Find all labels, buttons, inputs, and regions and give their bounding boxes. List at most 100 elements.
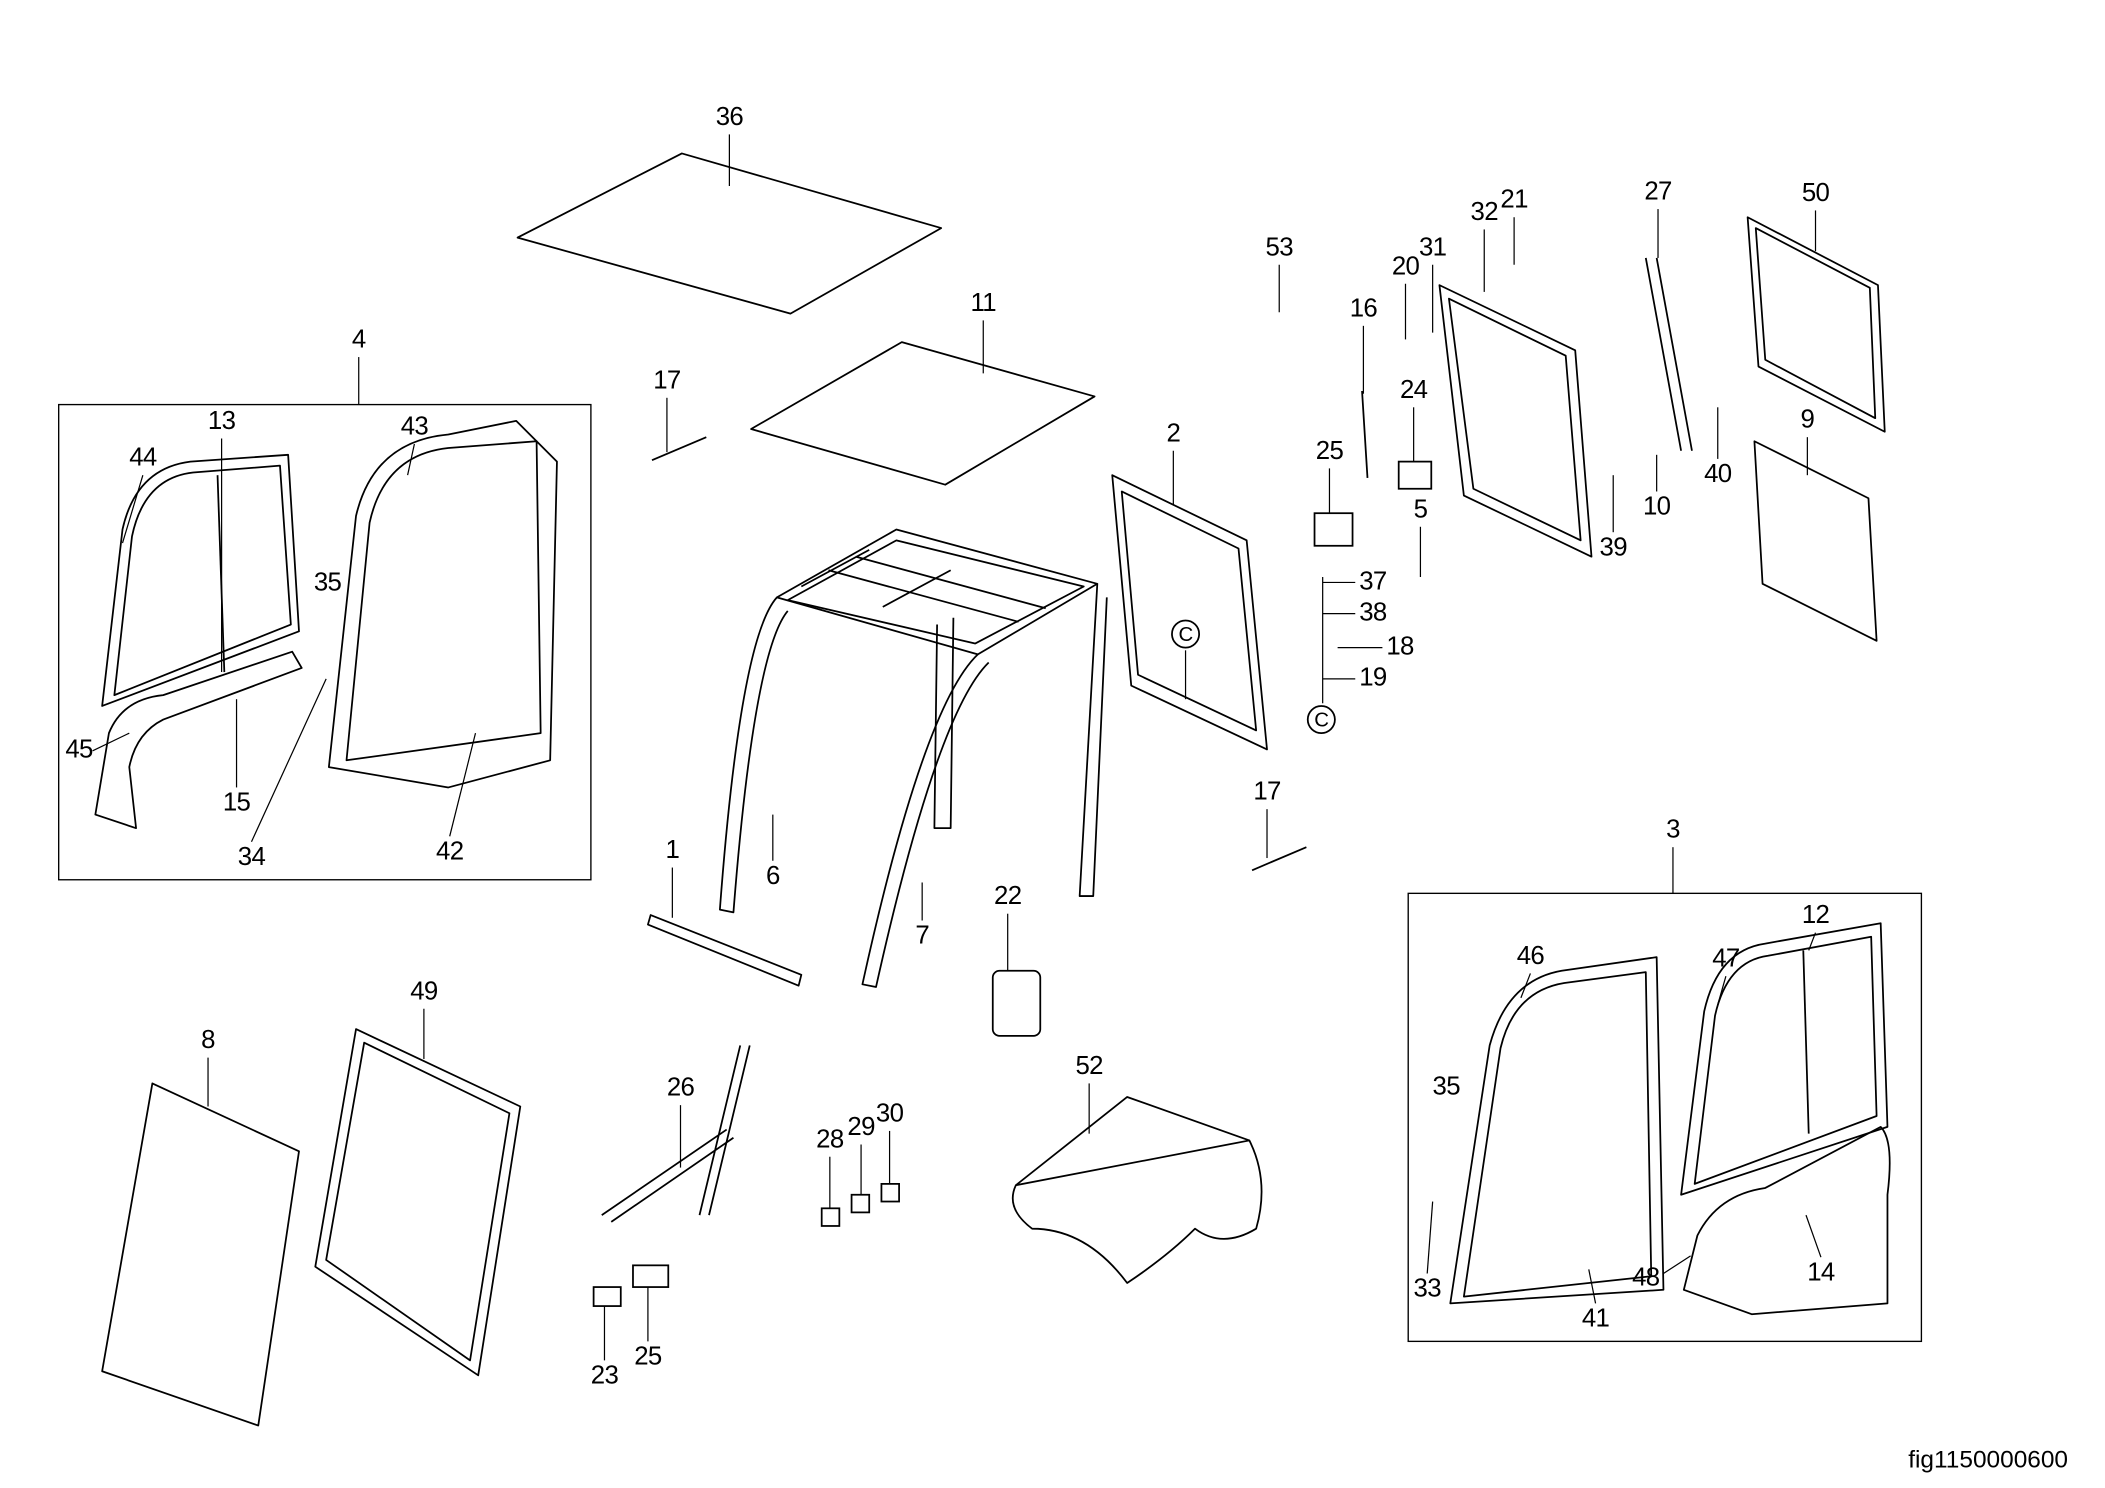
leader-line bbox=[92, 732, 130, 752]
leader-line bbox=[1663, 1255, 1691, 1275]
leader-line bbox=[407, 443, 415, 476]
callout: 30 bbox=[876, 1099, 904, 1127]
leader-line bbox=[1520, 973, 1531, 999]
callout: 34 bbox=[238, 843, 266, 871]
part-11-roof-glass bbox=[750, 341, 1096, 486]
callout: 36 bbox=[716, 103, 744, 131]
callout: 46 bbox=[1517, 942, 1545, 970]
callout: 7 bbox=[915, 922, 929, 950]
leader-line bbox=[449, 732, 477, 837]
callout: 14 bbox=[1807, 1258, 1835, 1286]
part-25-bracket-top bbox=[1313, 512, 1354, 547]
part-49-inner bbox=[325, 1041, 511, 1362]
leader-line bbox=[121, 475, 144, 544]
reference-marker-c-1: C bbox=[1171, 619, 1201, 649]
callout: 19 bbox=[1359, 664, 1387, 692]
callout: 4 bbox=[352, 326, 366, 354]
part-50-seal bbox=[1746, 216, 1886, 433]
callout: 32 bbox=[1471, 198, 1499, 226]
callout: 12 bbox=[1802, 901, 1830, 929]
callout: 33 bbox=[1414, 1275, 1442, 1303]
part-17-pin bbox=[651, 436, 707, 462]
callout: 27 bbox=[1644, 178, 1672, 206]
leader-line bbox=[1717, 975, 1727, 1005]
callout: 25 bbox=[634, 1342, 662, 1370]
leader-line bbox=[1588, 1269, 1597, 1304]
callout: 44 bbox=[129, 444, 157, 472]
group-box-3 bbox=[1407, 892, 1923, 1343]
part-30-switch bbox=[880, 1183, 900, 1203]
callout: 2 bbox=[1166, 419, 1180, 447]
reference-marker-label: C bbox=[1179, 624, 1193, 646]
part-28-switch bbox=[820, 1207, 841, 1227]
callout: 22 bbox=[994, 882, 1022, 910]
callout: 11 bbox=[971, 289, 997, 317]
leader-lines bbox=[92, 134, 1822, 1361]
part-36-roof-panel bbox=[516, 152, 943, 315]
callout: 6 bbox=[766, 862, 780, 890]
callout: 40 bbox=[1704, 460, 1732, 488]
callout: 10 bbox=[1643, 493, 1671, 521]
callout: 23 bbox=[591, 1361, 619, 1389]
part-25-bracket bbox=[632, 1264, 670, 1288]
part-9-glass bbox=[1753, 440, 1878, 642]
part-group-3-door bbox=[1449, 922, 1891, 1316]
callout: 42 bbox=[436, 837, 464, 865]
leader-line bbox=[1426, 1201, 1434, 1274]
callout: 50 bbox=[1802, 179, 1830, 207]
callout: 18 bbox=[1386, 632, 1414, 660]
callout: 17 bbox=[653, 366, 681, 394]
part-8-panel bbox=[101, 1082, 300, 1427]
part-rear-door-inner bbox=[1448, 297, 1582, 542]
part-29-switch bbox=[850, 1193, 871, 1214]
part-1-rail bbox=[647, 914, 803, 987]
callout: 29 bbox=[847, 1113, 875, 1141]
part-49-seal bbox=[314, 1028, 522, 1377]
leader-line bbox=[250, 678, 327, 843]
callout: 1 bbox=[666, 836, 680, 864]
callout: 16 bbox=[1350, 294, 1378, 322]
callout: 26 bbox=[667, 1074, 695, 1102]
part-2-inner bbox=[1120, 490, 1258, 732]
callout: 35 bbox=[1433, 1072, 1461, 1100]
part-52-cushion bbox=[1011, 1096, 1263, 1284]
callout: 5 bbox=[1414, 495, 1428, 523]
callout: 24 bbox=[1400, 376, 1428, 404]
callout: 47 bbox=[1712, 945, 1740, 973]
callout: 31 bbox=[1419, 233, 1447, 261]
callout: 35 bbox=[314, 569, 342, 597]
part-27-wiper bbox=[1644, 257, 1693, 451]
callout: 28 bbox=[816, 1125, 844, 1153]
callout: 39 bbox=[1600, 533, 1628, 561]
part-2-rear-frame bbox=[1111, 474, 1268, 751]
callout: 25 bbox=[1316, 437, 1344, 465]
part-group-4-door bbox=[94, 419, 558, 830]
leader-line bbox=[1808, 932, 1817, 951]
callout: 8 bbox=[201, 1026, 215, 1054]
callout: 17 bbox=[1253, 778, 1281, 806]
callout: 48 bbox=[1632, 1264, 1660, 1292]
callout: 52 bbox=[1075, 1052, 1103, 1080]
group-box-4 bbox=[58, 403, 592, 881]
callout: 9 bbox=[1801, 406, 1815, 434]
callout: 21 bbox=[1500, 186, 1528, 214]
callout: 45 bbox=[65, 736, 93, 764]
callout: 13 bbox=[208, 407, 236, 435]
callout: 15 bbox=[223, 789, 251, 817]
part-23-motor bbox=[592, 1286, 622, 1307]
part-rear-door-frame bbox=[1438, 284, 1593, 558]
part-24-motor bbox=[1397, 460, 1433, 490]
callout: 3 bbox=[1666, 816, 1680, 844]
callout: 53 bbox=[1266, 233, 1294, 261]
callout: 37 bbox=[1359, 567, 1387, 595]
callout: 49 bbox=[410, 977, 438, 1005]
part-26-wiper bbox=[601, 1045, 751, 1223]
cab-frame bbox=[718, 528, 1108, 988]
part-17-pin-2 bbox=[1251, 846, 1307, 872]
reference-marker-label: C bbox=[1314, 709, 1328, 731]
part-50-inner bbox=[1754, 227, 1877, 420]
callout: 20 bbox=[1392, 252, 1420, 280]
